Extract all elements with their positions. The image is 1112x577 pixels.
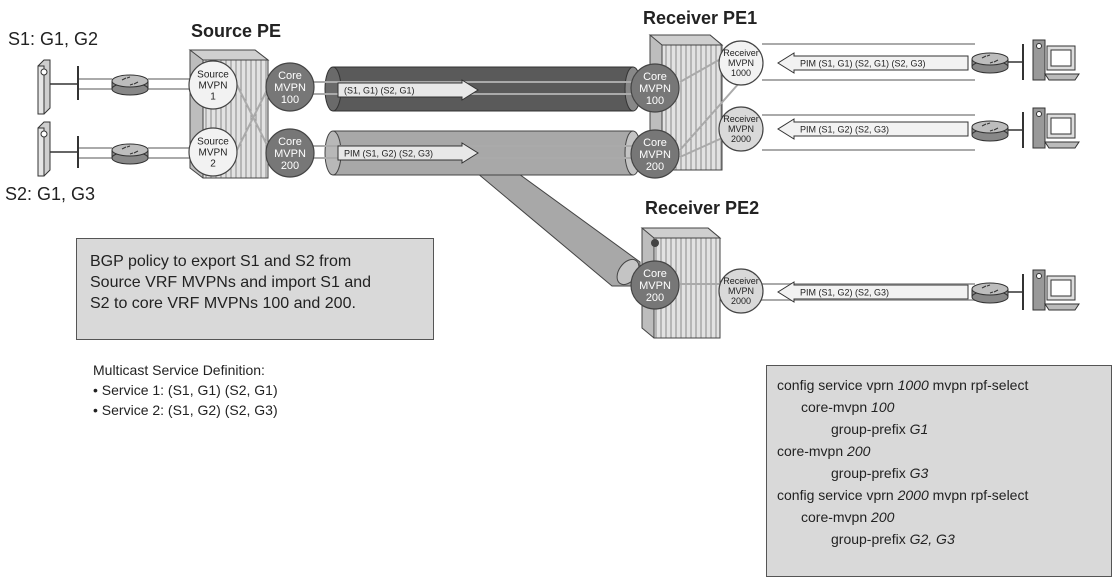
receiver-pe1-title: Receiver PE1 [643, 8, 758, 28]
mvpn-node-label: MVPN [728, 286, 754, 296]
router-icon [111, 143, 149, 165]
mvpn-node-label: 200 [646, 292, 664, 304]
mvpn-node-label: MVPN [639, 149, 671, 161]
flow-label: PIM (S1, G2) (S2, G3) [800, 288, 889, 298]
mvpn-node-label: Core [643, 268, 667, 280]
receiver-host-icon [1008, 269, 1080, 311]
receiver-host-icon [1008, 39, 1080, 81]
config-line: group-prefix G2, G3 [831, 531, 955, 547]
bgp-note-line: BGP policy to export S1 and S2 from [90, 253, 352, 270]
mvpn-node-label: 100 [281, 94, 299, 106]
bgp-note-line: S2 to core VRF MVPNs 100 and 200. [90, 295, 356, 312]
mvpn-node-label: Receiver [723, 114, 759, 124]
flow-arrow-pim-rx2: PIM (S1, G2) (S2, G3) [777, 281, 969, 303]
mvpn-node-label: Receiver [723, 276, 759, 286]
bgp-policy-note: BGP policy to export S1 and S2 from Sour… [76, 238, 434, 340]
mvpn-node-label: MVPN [199, 148, 228, 159]
source-server-s2-icon [37, 121, 79, 177]
config-line: core-mvpn 200 [777, 443, 871, 459]
bgp-note-line: Source VRF MVPNs and import S1 and [90, 274, 372, 291]
mvpn-node-label: 2000 [731, 134, 751, 144]
mvpn-node-label: 2 [210, 159, 216, 170]
mvpn-node-label: MVPN [728, 124, 754, 134]
router-icon [971, 120, 1009, 142]
mvpn-node-label: MVPN [639, 280, 671, 292]
config-line: group-prefix G3 [831, 465, 929, 481]
flow-label: PIM (S1, G2) (S2, G3) [800, 125, 889, 135]
mvpn-node-label: Source [197, 137, 229, 148]
router-icon [971, 282, 1009, 304]
mvpn-node-label: MVPN [639, 83, 671, 95]
service-item: • Service 2: (S1, G2) (S2, G3) [93, 402, 278, 418]
mvpn-node-label: 100 [646, 95, 664, 107]
mvpn-node-label: Source [197, 70, 229, 81]
receiver-host-icon [1008, 107, 1080, 149]
source-s2-label: S2: G1, G3 [5, 184, 96, 204]
mvpn-node-label: Core [278, 136, 302, 148]
service-item: • Service 1: (S1, G1) (S2, G1) [93, 382, 278, 398]
flow-label: PIM (S1, G1) (S2, G1) (S2, G3) [800, 59, 926, 69]
source-server-s1-icon [37, 59, 79, 115]
mvpn-node-label: MVPN [199, 81, 228, 92]
mvpn-node-label: 1000 [731, 68, 751, 78]
flow-arrow-pim-rx1-bottom: PIM (S1, G2) (S2, G3) [777, 118, 969, 140]
config-box: config service vprn 1000 mvpn rpf-select… [766, 365, 1112, 577]
config-line: group-prefix G1 [831, 421, 929, 437]
mvpn-node-label: Core [643, 71, 667, 83]
flow-arrow-tunnel-200: PIM (S1, G2) (S2, G3) [337, 142, 479, 164]
config-line: config service vprn 1000 mvpn rpf-select [777, 377, 1029, 393]
flow-label: PIM (S1, G2) (S2, G3) [344, 149, 433, 159]
flow-arrow-pim-rx1-top: PIM (S1, G1) (S2, G1) (S2, G3) [777, 52, 969, 74]
source-pe-title: Source PE [191, 21, 282, 41]
mvpn-node-label: 200 [646, 161, 664, 173]
mvpn-node-label: 200 [281, 160, 299, 172]
status-led-icon [651, 239, 659, 247]
flow-label: (S1, G1) (S2, G1) [344, 86, 415, 96]
mvpn-node-label: MVPN [274, 82, 306, 94]
source-s1-label: S1: G1, G2 [8, 29, 99, 49]
mvpn-node-label: 2000 [731, 296, 751, 306]
config-line: core-mvpn 100 [801, 399, 895, 415]
service-definition: Multicast Service Definition: • Service … [93, 360, 278, 420]
flow-arrow-tunnel-100: (S1, G1) (S2, G1) [337, 79, 479, 101]
receiver-pe2-title: Receiver PE2 [645, 198, 760, 218]
mvpn-node-label: 1 [210, 92, 216, 103]
router-icon [111, 74, 149, 96]
config-line: config service vprn 2000 mvpn rpf-select [777, 487, 1029, 503]
mvpn-node-label: Core [643, 137, 667, 149]
config-line: core-mvpn 200 [801, 509, 895, 525]
router-icon [971, 52, 1009, 74]
service-definition-heading: Multicast Service Definition: [93, 362, 265, 378]
mvpn-node-label: MVPN [728, 58, 754, 68]
mvpn-node-label: MVPN [274, 148, 306, 160]
mvpn-node-label: Core [278, 70, 302, 82]
mvpn-node-label: Receiver [723, 48, 759, 58]
